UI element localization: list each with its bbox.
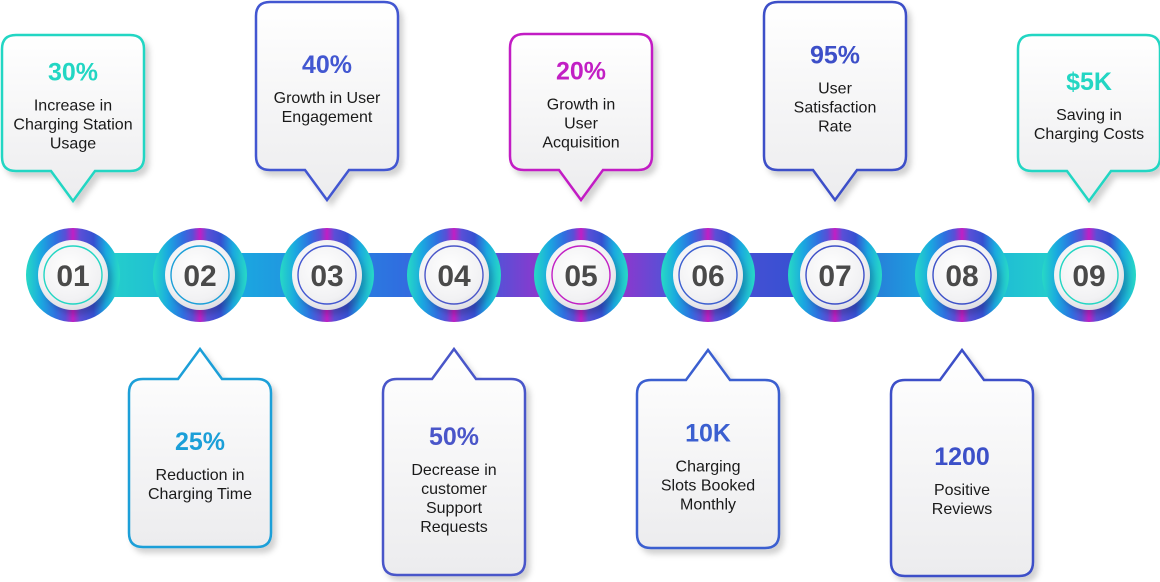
callout-text-line: Growth in User — [274, 90, 381, 107]
callout-value: 30% — [48, 59, 98, 87]
step-number: 05 — [564, 260, 597, 293]
callout-text-line: Support — [426, 500, 483, 517]
callout-value: 50% — [429, 423, 479, 451]
callout-box — [0, 33, 146, 204]
step-number: 09 — [1072, 260, 1105, 293]
step-disc — [165, 240, 235, 310]
step-node-08: 08 — [927, 240, 997, 310]
callout-text-line: Reviews — [932, 501, 992, 518]
callout-text-line: Usage — [50, 136, 96, 153]
callout-value: 10K — [685, 420, 731, 448]
step-number: 02 — [183, 260, 216, 293]
step-node-03: 03 — [292, 240, 362, 310]
step-number: 07 — [818, 260, 851, 293]
step-disc — [800, 240, 870, 310]
callout-box — [254, 0, 400, 203]
callout-value: 25% — [175, 428, 225, 456]
step-node-02: 02 — [165, 240, 235, 310]
callout-value: 95% — [810, 42, 860, 70]
step-number: 01 — [56, 260, 89, 293]
step-ring — [1059, 245, 1119, 305]
callout-text-line: Charging — [676, 459, 741, 476]
step-ring — [43, 245, 103, 305]
callout-text-line: Saving in — [1056, 107, 1122, 124]
callout-text-line: Reduction in — [156, 467, 245, 484]
step-disc — [1054, 240, 1124, 310]
callout-text-line: Acquisition — [542, 135, 619, 152]
step-ring — [551, 245, 611, 305]
step-node-05: 05 — [546, 240, 616, 310]
callout-text-line: Decrease in — [411, 462, 496, 479]
callout-box — [508, 32, 654, 203]
callout-text-line: Growth in — [547, 97, 615, 114]
callout-02: 25% Reduction in Charging Time — [127, 346, 273, 549]
step-ring — [678, 245, 738, 305]
step-number: 06 — [691, 260, 724, 293]
step-ring — [424, 245, 484, 305]
step-node-06: 06 — [673, 240, 743, 310]
callout-box — [127, 346, 273, 549]
step-node-01: 01 — [38, 240, 108, 310]
step-ring — [805, 245, 865, 305]
callout-text-line: Monthly — [680, 497, 736, 514]
callout-text-line: Charging Station — [13, 117, 132, 134]
callout-text-line: Rate — [818, 119, 852, 136]
step-disc — [419, 240, 489, 310]
step-node-09: 09 — [1054, 240, 1124, 310]
step-node-07: 07 — [800, 240, 870, 310]
step-disc — [927, 240, 997, 310]
callout-value: $5K — [1066, 68, 1112, 96]
callout-text-line: User — [818, 81, 852, 98]
callout-text-line: Satisfaction — [794, 100, 877, 117]
callout-box — [1016, 33, 1160, 204]
step-disc — [38, 240, 108, 310]
step-disc — [673, 240, 743, 310]
callout-value: 1200 — [934, 443, 990, 471]
callout-text-line: Requests — [420, 519, 488, 536]
callout-text-line: Charging Time — [148, 486, 252, 503]
callout-text-line: Increase in — [34, 98, 112, 115]
step-disc — [292, 240, 362, 310]
callout-text-line: Engagement — [282, 109, 373, 126]
step-disc — [546, 240, 616, 310]
step-number: 03 — [310, 260, 343, 293]
step-node-04: 04 — [419, 240, 489, 310]
step-ring — [170, 245, 230, 305]
callout-box — [762, 0, 908, 203]
callout-box — [381, 346, 527, 577]
callout-text-line: customer — [421, 481, 487, 498]
callout-text-line: User — [564, 116, 598, 133]
step-number: 08 — [945, 260, 978, 293]
callout-text-line: Slots Booked — [661, 478, 755, 495]
callout-box — [635, 347, 781, 550]
callout-text-line: Charging Costs — [1034, 126, 1144, 143]
step-number: 04 — [437, 260, 471, 293]
callout-value: 40% — [302, 51, 352, 79]
callout-09: $5K Saving in Charging Costs — [1016, 33, 1160, 204]
step-ring — [297, 245, 357, 305]
callout-value: 20% — [556, 58, 606, 86]
step-ring — [932, 245, 992, 305]
timeline-nodes: 01 02 03 04 05 06 07 08 09 — [38, 240, 1124, 310]
callout-box — [889, 347, 1035, 578]
callout-text-line: Positive — [934, 482, 990, 499]
